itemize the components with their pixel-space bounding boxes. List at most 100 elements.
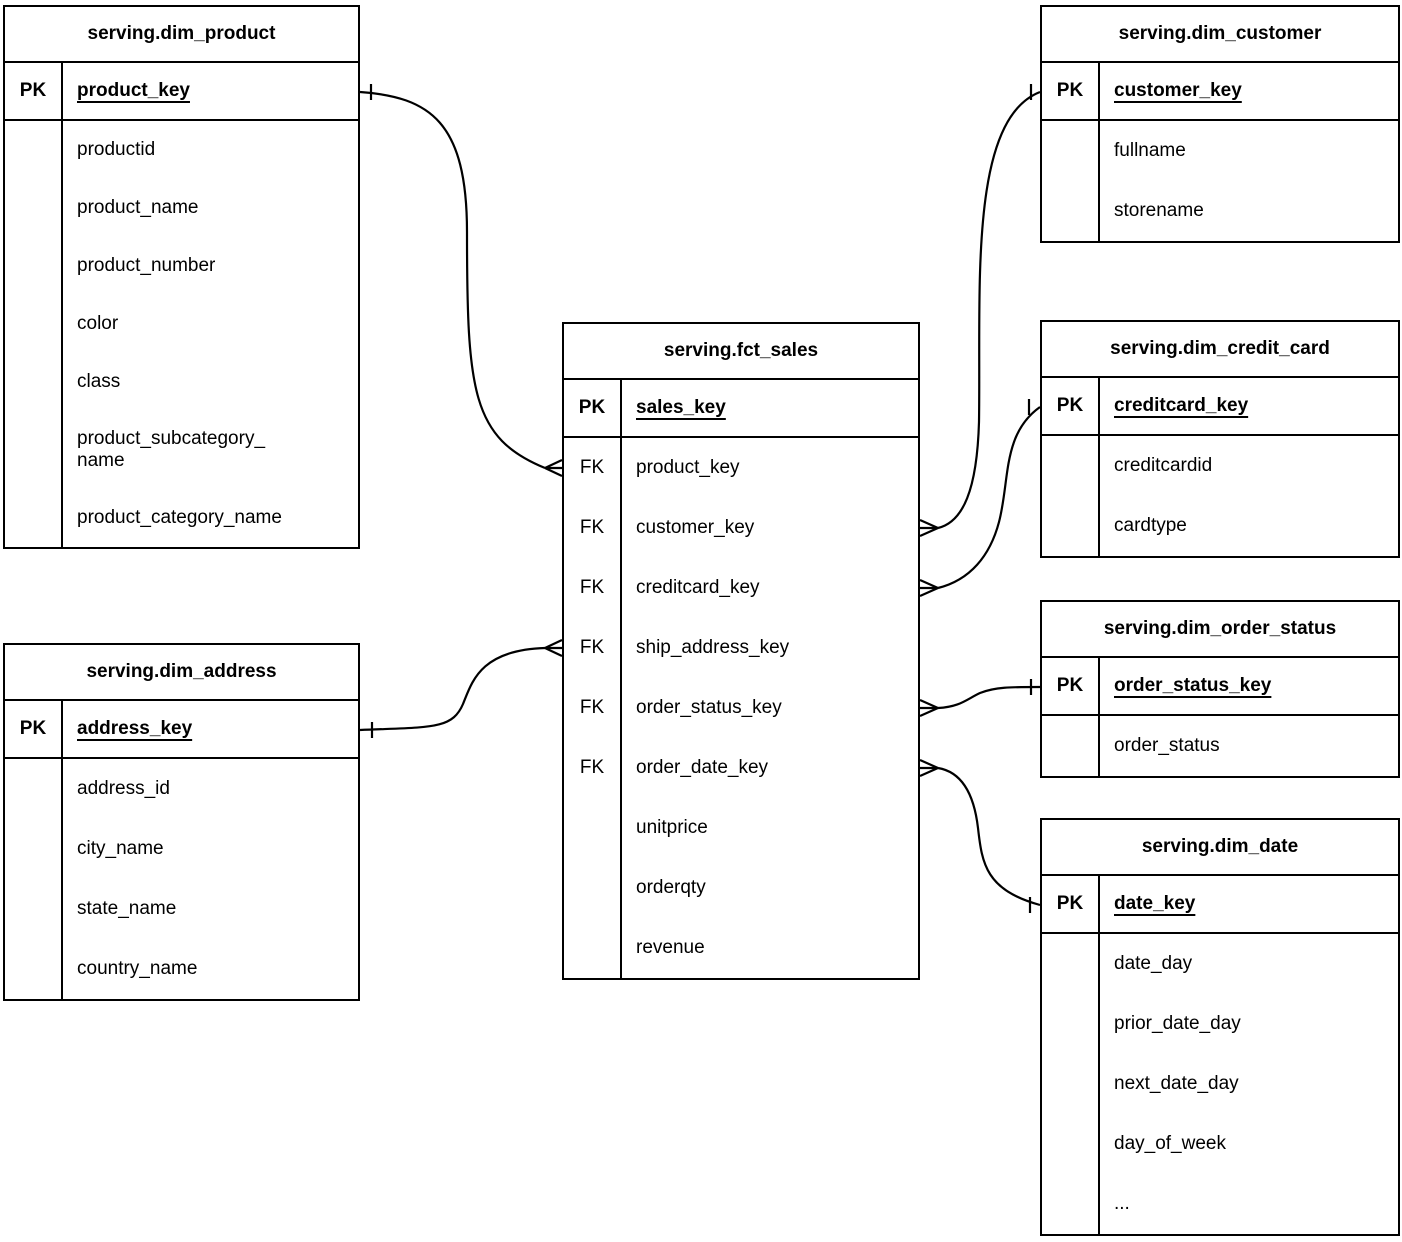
table-title: serving.dim_credit_card [1042, 322, 1398, 378]
table-title: serving.dim_product [5, 7, 358, 63]
fk-label: FK [564, 618, 622, 678]
table-title: serving.dim_date [1042, 820, 1398, 876]
table-row: FK ship_address_key [564, 618, 918, 678]
crow-foot-icon [919, 698, 939, 718]
field-name: storename [1114, 200, 1204, 222]
table-row: day_of_week [1042, 1114, 1398, 1174]
field-name: order_status [1114, 735, 1220, 757]
table-row: class [5, 353, 358, 411]
table-dim-order-status: serving.dim_order_status PK order_status… [1040, 600, 1400, 778]
field-name: class [77, 371, 121, 393]
table-row: productid [5, 121, 358, 179]
table-row: PK product_key [5, 63, 358, 121]
field-name: orderqty [636, 877, 706, 899]
table-row: revenue [564, 918, 918, 978]
key-cell [564, 858, 622, 918]
table-row: PK address_key [5, 701, 358, 759]
pk-field-name: date_key [1114, 893, 1196, 915]
table-row: fullname [1042, 121, 1398, 181]
relationship-sales-customer [919, 84, 1041, 538]
table-row: FK product_key [564, 438, 918, 498]
key-cell [1042, 1054, 1100, 1114]
field-name: cardtype [1114, 515, 1187, 537]
key-cell [5, 759, 63, 819]
pk-field-name: address_key [77, 718, 193, 740]
table-title: serving.fct_sales [564, 324, 918, 380]
key-cell [1042, 1174, 1100, 1234]
relationship-product-sales [359, 84, 563, 477]
key-cell [1042, 496, 1100, 556]
pk-label: PK [564, 380, 622, 436]
table-row: product_subcategory_ name [5, 411, 358, 489]
table-row: FK creditcard_key [564, 558, 918, 618]
field-name: ship_address_key [636, 637, 790, 659]
table-dim-product: serving.dim_product PK product_key produ… [3, 5, 360, 549]
crow-foot-icon [919, 518, 939, 538]
pk-field-name: order_status_key [1114, 675, 1272, 697]
table-title: serving.dim_address [5, 645, 358, 701]
field-name: product_number [77, 255, 216, 277]
field-name: creditcardid [1114, 455, 1213, 477]
pk-field-name: creditcard_key [1114, 395, 1249, 417]
table-row: address_id [5, 759, 358, 819]
fk-label: FK [564, 558, 622, 618]
key-cell [5, 121, 63, 179]
table-row: prior_date_day [1042, 994, 1398, 1054]
key-cell [5, 237, 63, 295]
table-row: FK order_status_key [564, 678, 918, 738]
field-name: product_key [636, 457, 740, 479]
relationship-sales-orderstatus [919, 679, 1041, 718]
field-name: date_day [1114, 953, 1193, 975]
field-name: day_of_week [1114, 1133, 1226, 1155]
field-name: product_category_name [77, 507, 282, 529]
fk-label: FK [564, 438, 622, 498]
table-row: cardtype [1042, 496, 1398, 556]
table-row: next_date_day [1042, 1054, 1398, 1114]
table-fct-sales: serving.fct_sales PK sales_key FK produc… [562, 322, 920, 980]
table-row: FK order_date_key [564, 738, 918, 798]
key-cell [5, 939, 63, 999]
field-name: unitprice [636, 817, 708, 839]
field-name: address_id [77, 778, 170, 800]
key-cell [5, 353, 63, 411]
key-cell [1042, 121, 1100, 181]
relationship-address-sales [359, 639, 563, 738]
key-cell [564, 798, 622, 858]
pk-label: PK [5, 701, 63, 757]
pk-label: PK [1042, 63, 1100, 119]
table-row: city_name [5, 819, 358, 879]
fk-label: FK [564, 678, 622, 738]
table-row: unitprice [564, 798, 918, 858]
table-dim-date: serving.dim_date PK date_key date_day pr… [1040, 818, 1400, 1236]
field-name: order_status_key [636, 697, 782, 719]
key-cell [1042, 934, 1100, 994]
field-name: country_name [77, 958, 198, 980]
fk-label: FK [564, 738, 622, 798]
pk-label: PK [5, 63, 63, 119]
table-row: FK customer_key [564, 498, 918, 558]
field-name: ... [1114, 1193, 1130, 1215]
crow-foot-icon [919, 578, 939, 598]
key-cell [1042, 994, 1100, 1054]
crow-foot-icon [919, 758, 939, 778]
key-cell [5, 411, 63, 489]
table-row: product_number [5, 237, 358, 295]
table-row: product_category_name [5, 489, 358, 547]
pk-field-name: customer_key [1114, 80, 1242, 102]
table-row: PK order_status_key [1042, 658, 1398, 716]
field-name: revenue [636, 937, 705, 959]
field-name: order_date_key [636, 757, 769, 779]
field-name: productid [77, 139, 156, 161]
pk-label: PK [1042, 378, 1100, 434]
table-title: serving.dim_customer [1042, 7, 1398, 63]
table-title: serving.dim_order_status [1042, 602, 1398, 658]
key-cell [1042, 181, 1100, 241]
field-name: state_name [77, 898, 177, 920]
table-row: PK customer_key [1042, 63, 1398, 121]
table-row: state_name [5, 879, 358, 939]
fk-label: FK [564, 498, 622, 558]
key-cell [5, 295, 63, 353]
table-row: product_name [5, 179, 358, 237]
field-name: customer_key [636, 517, 755, 539]
